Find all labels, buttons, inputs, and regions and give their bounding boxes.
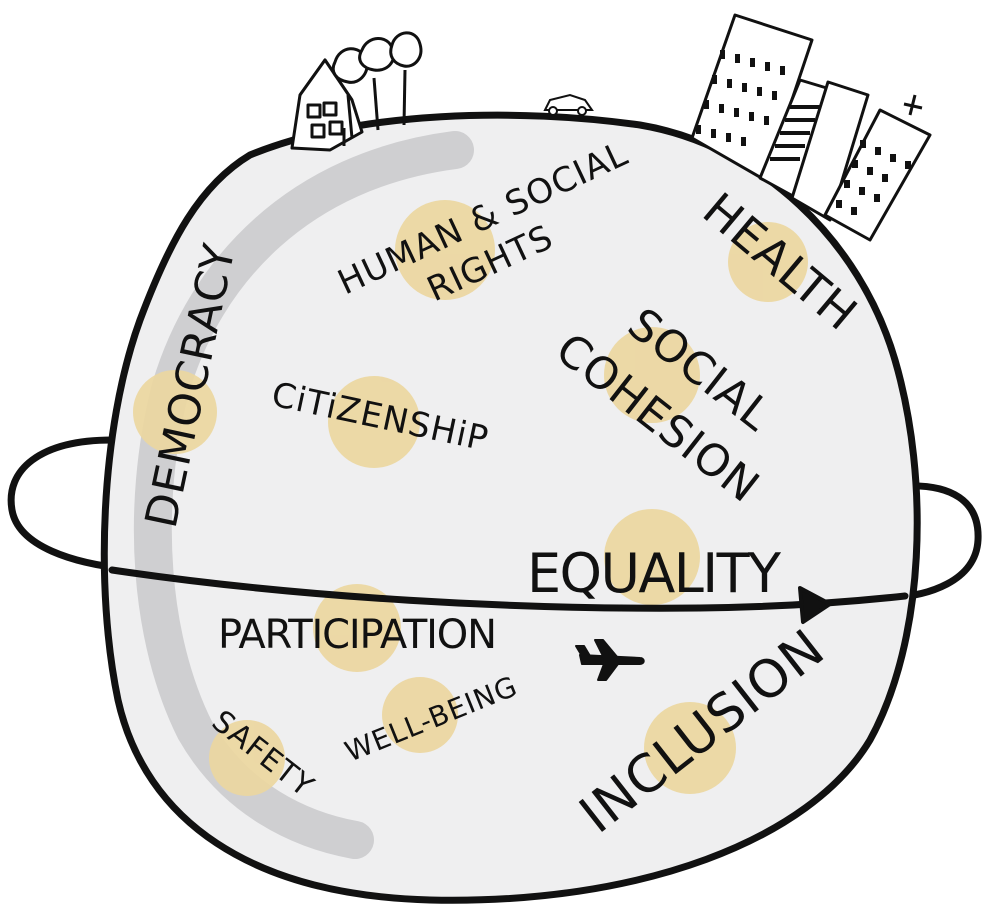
label-participation: PARTICIPATION <box>218 612 498 658</box>
trees-icon <box>331 31 423 139</box>
orbit-arrow-icon <box>798 586 832 624</box>
house-icon <box>290 58 364 152</box>
highlight-well-being <box>382 677 458 753</box>
highlight-equality <box>604 509 700 605</box>
highlight-citizenship <box>328 376 420 468</box>
orbit-ring-back <box>7 436 144 574</box>
label-equality: EQUALITY <box>527 542 782 605</box>
buildings-icon <box>690 13 932 242</box>
highlight-social-cohesion <box>604 327 700 423</box>
airplane-icon <box>575 639 645 681</box>
orbit-ring-back-right <box>876 482 982 602</box>
highlight-spots <box>133 200 808 796</box>
highlight-democracy <box>133 370 217 454</box>
highlight-safety <box>209 720 285 796</box>
highlight-participation <box>313 584 401 672</box>
globe-body <box>100 111 921 904</box>
highlight-health <box>728 222 808 302</box>
highlight-inclusion <box>644 702 736 794</box>
highlight-human-rights <box>395 200 495 300</box>
car-icon <box>543 93 594 116</box>
